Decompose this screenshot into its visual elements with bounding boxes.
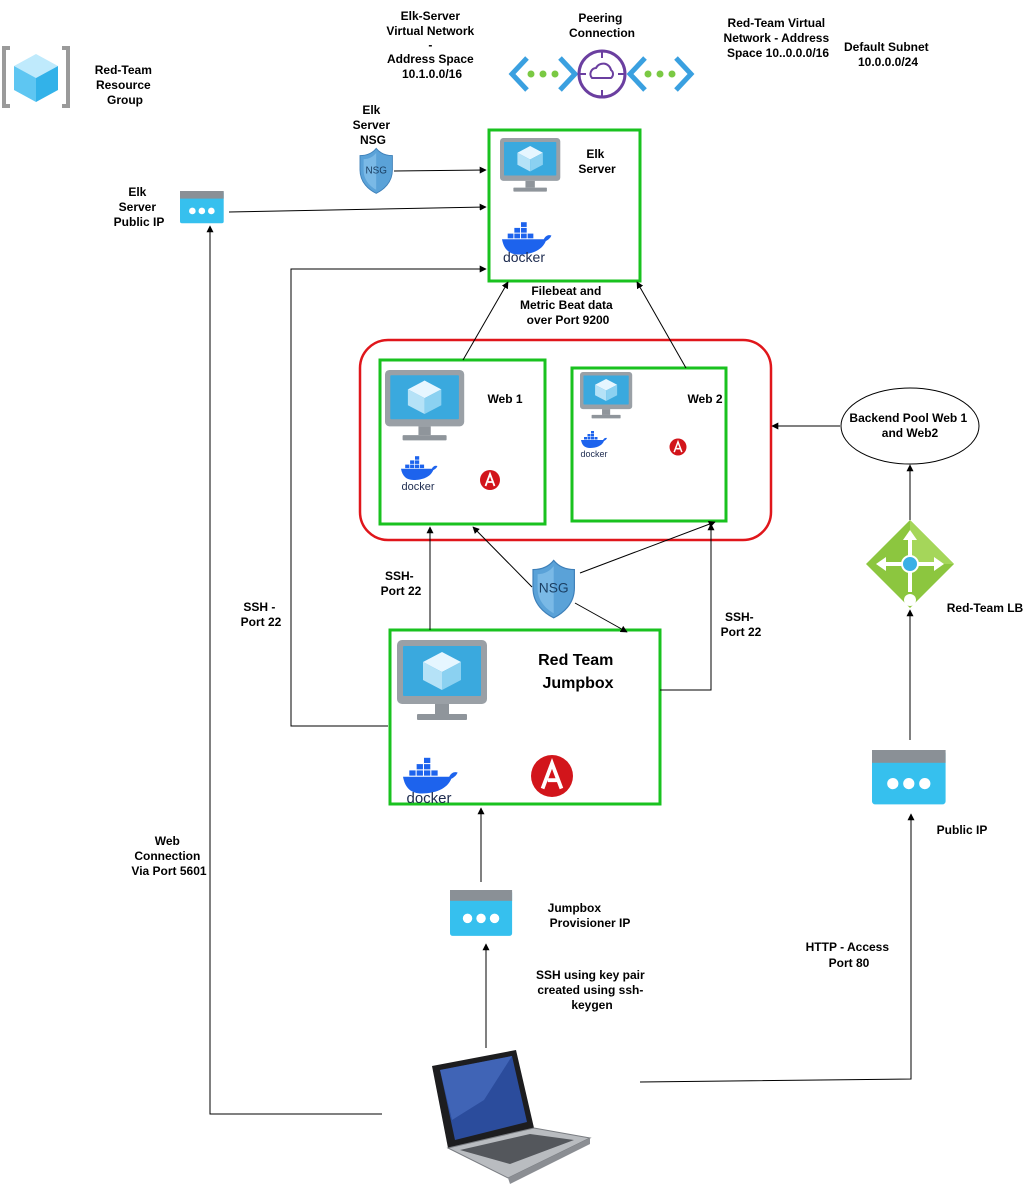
elk-docker-label: docker [503, 249, 545, 265]
load-balancer-icon [866, 520, 954, 608]
default-subnet-label: Default Subnet 10.0.0.0/24 [844, 40, 932, 69]
elk-nsg-icon: NSG [359, 147, 393, 194]
jumpbox-docker-label: docker [406, 790, 451, 807]
web1-box [378, 358, 547, 526]
svg-text:NSG: NSG [365, 166, 386, 177]
resource-group-icon [2, 46, 70, 108]
web1-docker-label: docker [401, 481, 434, 493]
public-ip-label: Public IP [937, 823, 988, 837]
peering-label: Peering Connection [569, 11, 635, 40]
vnet-peering-icon [508, 49, 695, 99]
jumpbox-ip-label: Jumpbox Provisioner IP [548, 901, 631, 930]
jumpbox-docker-icon [403, 757, 458, 794]
web2-ansible-icon [668, 437, 688, 457]
public-ip-icon [872, 750, 946, 805]
http-label: HTTP - Access Port 80 [806, 940, 893, 970]
backend-pool-label: Backend Pool Web 1 and Web2 [849, 411, 970, 440]
connectors [206, 166, 915, 1115]
web2-vm-icon [580, 372, 633, 419]
ssh-mid-label: SSH- Port 22 [381, 569, 422, 598]
elk-public-ip-icon [180, 191, 224, 224]
jumpbox-ansible-icon [529, 753, 575, 799]
elk-server-box [487, 128, 642, 283]
elk-public-ip-label: Elk Server Public IP [114, 185, 165, 229]
jumpbox-ip-icon [450, 890, 513, 936]
elk-vnet-label: Elk-Server Virtual Network - Address Spa… [386, 9, 477, 81]
jumpbox-box [388, 628, 662, 806]
backend-pool-ellipse [840, 387, 980, 465]
web-pool-box [358, 338, 773, 542]
web1-vm-icon [385, 370, 465, 441]
elk-server-vm-icon [500, 138, 561, 192]
web1-docker-icon [401, 456, 438, 480]
web2-docker-icon [581, 431, 607, 448]
ssh-right-label: SSH- Port 22 [721, 610, 762, 639]
jumpbox-nsg-icon: NSG [532, 559, 575, 619]
web1-ansible-icon [479, 469, 501, 491]
ssh-left-label: SSH - Port 22 [241, 600, 282, 629]
web-connection-label: Web Connection Via Port 5601 [131, 834, 206, 878]
web1-label: Web 1 [487, 392, 522, 406]
svg-text:NSG: NSG [539, 581, 569, 596]
web2-docker-label: docker [580, 449, 607, 459]
lb-label: Red-Team LB [947, 601, 1024, 615]
elk-nsg-label: Elk Server NSG [353, 103, 394, 147]
laptop-icon [432, 1050, 592, 1184]
redteam-vnet-label: Red-Team Virtual Network - Address Space… [724, 16, 833, 60]
elk-server-label: Elk Server [578, 147, 616, 176]
filebeat-label: Filebeat and Metric Beat data over Port … [520, 284, 616, 327]
resource-group-label: Red-Team Resource Group [95, 63, 155, 107]
web2-label: Web 2 [687, 392, 722, 406]
ssh-key-label: SSH using key pair created using ssh- ke… [536, 968, 648, 1012]
jumpbox-label: Red Team Jumpbox [538, 652, 618, 692]
web2-box [570, 366, 728, 523]
jumpbox-vm-icon [397, 640, 487, 720]
